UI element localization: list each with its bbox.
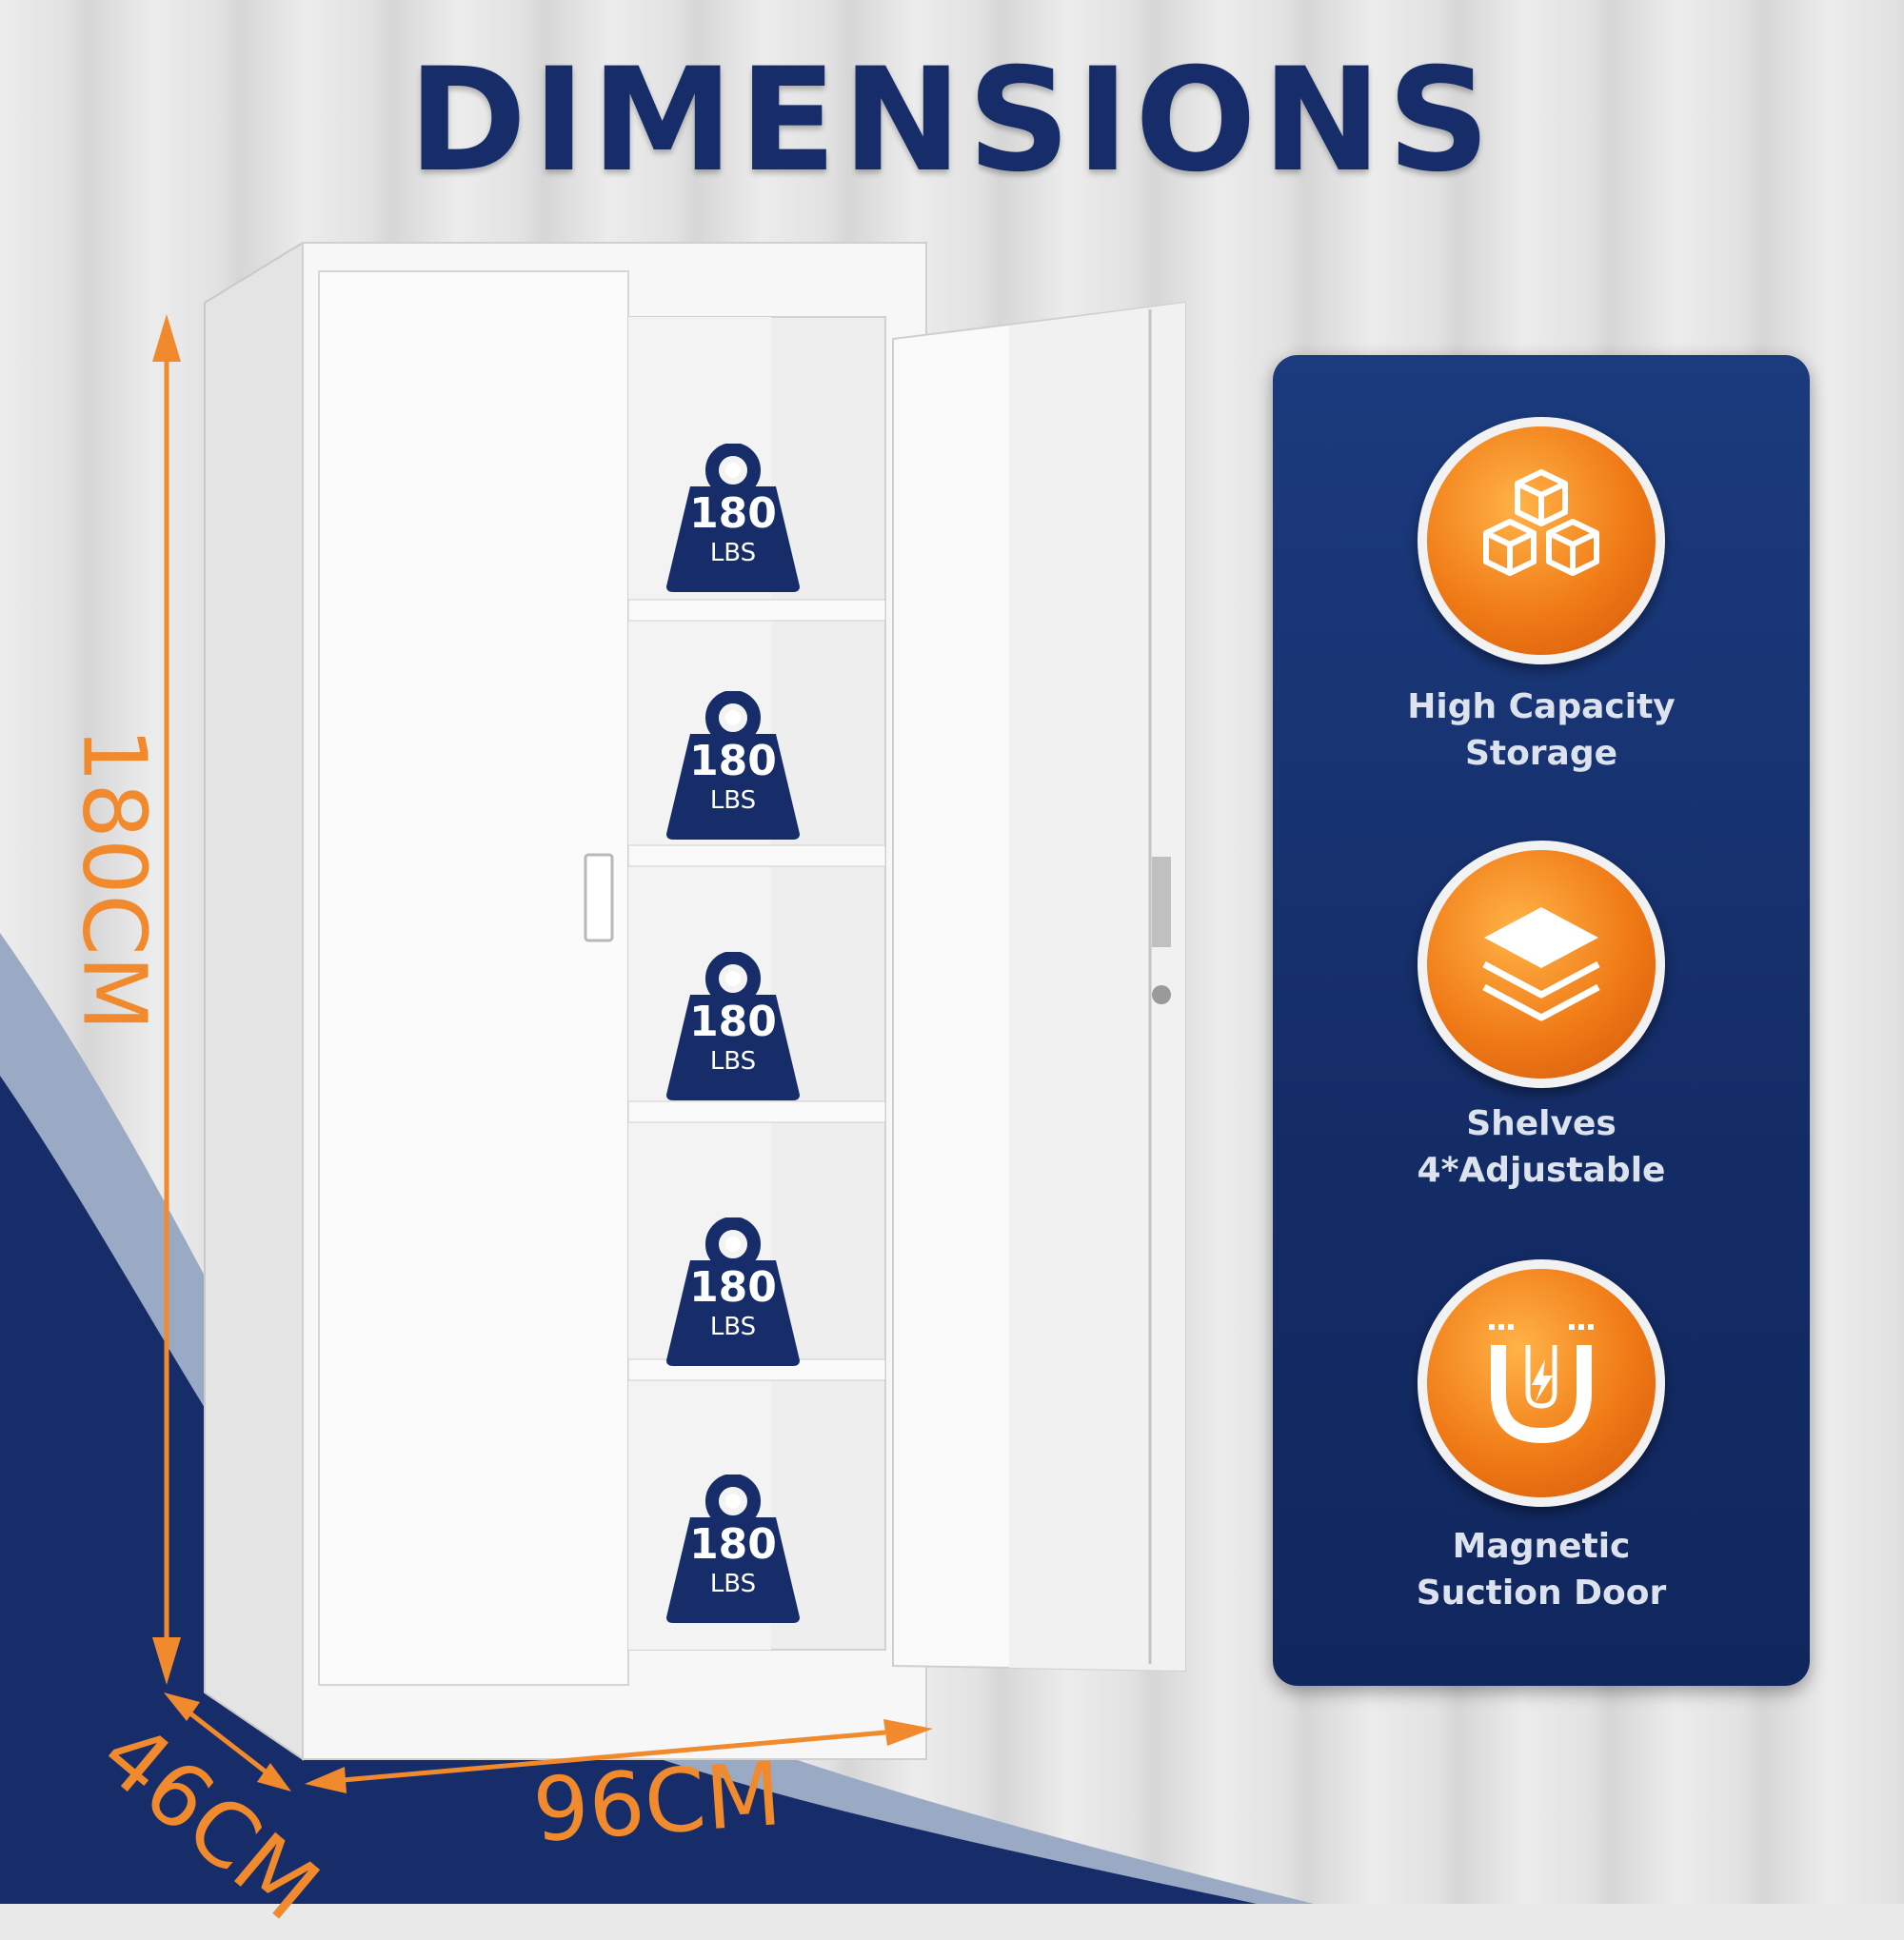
height-label: 180CM [63, 726, 166, 1032]
weight-unit: LBS [709, 539, 757, 567]
height-arrow [152, 314, 181, 1685]
features-panel: High Capacity Storage Shelves 4*Adjustab… [1273, 355, 1810, 1686]
weight-icon [666, 444, 800, 592]
weight-unit: LBS [709, 1570, 757, 1598]
weight-unit: LBS [709, 1313, 757, 1341]
weight-badge: 180 LBS [662, 691, 804, 843]
weight-unit: LBS [709, 786, 757, 815]
weight-badge: 180 LBS [662, 952, 804, 1104]
layers-icon [1482, 907, 1600, 1021]
feature-badge [1418, 1259, 1665, 1507]
page-title: DIMENSIONS [407, 38, 1497, 204]
feature-label-line1: Shelves [1466, 1104, 1616, 1143]
weight-icon [666, 952, 800, 1100]
weight-value: 180 [689, 1520, 777, 1569]
width-label: 96CM [529, 1743, 785, 1862]
weight-badge: 180 LBS [662, 1217, 804, 1370]
feature-label-line1: High Capacity [1407, 687, 1676, 726]
weight-badge: 180 LBS [662, 1475, 804, 1627]
feature-badge [1418, 841, 1665, 1088]
magnet-icon [1489, 1324, 1594, 1444]
feature-label-line2: Storage [1464, 734, 1618, 773]
feature-label-line1: Magnetic [1452, 1527, 1631, 1566]
weight-icon [666, 1475, 800, 1623]
width-arrow [305, 1719, 933, 1793]
feature-badge [1418, 417, 1665, 664]
weight-icon [666, 691, 800, 840]
feature-label-line2: 4*Adjustable [1417, 1151, 1666, 1190]
weight-value: 180 [689, 1263, 777, 1312]
depth-arrow [164, 1693, 291, 1792]
weight-value: 180 [689, 489, 777, 538]
weight-icon [666, 1217, 800, 1366]
cubes-icon [1483, 469, 1599, 576]
weight-unit: LBS [709, 1047, 757, 1076]
weight-value: 180 [689, 998, 777, 1046]
feature-label-line2: Suction Door [1416, 1574, 1667, 1613]
weight-badge: 180 LBS [662, 444, 804, 596]
weight-value: 180 [689, 737, 777, 785]
cabinet [204, 241, 1186, 1761]
